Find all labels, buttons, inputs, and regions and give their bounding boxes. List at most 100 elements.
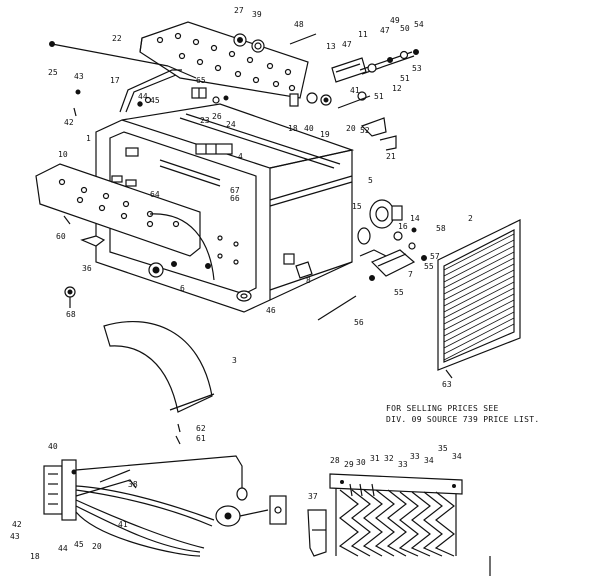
pin-48 bbox=[289, 33, 317, 45]
callout-13: 13 bbox=[326, 42, 336, 51]
callout-5: 5 bbox=[368, 176, 373, 185]
tube-20 bbox=[337, 95, 371, 109]
knob-36 bbox=[80, 235, 106, 247]
callout-34a: 34 bbox=[424, 456, 434, 465]
callout-21: 21 bbox=[386, 152, 396, 161]
callout-48: 48 bbox=[294, 20, 304, 29]
callout-15: 15 bbox=[352, 202, 362, 211]
callout-50: 50 bbox=[400, 24, 410, 33]
callout-45a: 45 bbox=[150, 96, 160, 105]
callout-47b: 47 bbox=[380, 26, 390, 35]
callout-68: 68 bbox=[66, 310, 76, 319]
callout-25: 25 bbox=[48, 68, 58, 77]
callout-18b: 18 bbox=[30, 552, 40, 561]
callout-51b: 51 bbox=[374, 92, 384, 101]
price-note-line-2: DIV. 09 SOURCE 739 PRICE LIST. bbox=[386, 415, 540, 424]
callout-65: 65 bbox=[196, 76, 206, 85]
callout-23: 23 bbox=[200, 116, 210, 125]
callout-17: 17 bbox=[110, 76, 120, 85]
callout-47a: 47 bbox=[342, 40, 352, 49]
heater-coil-assembly bbox=[329, 473, 463, 557]
callout-61: 61 bbox=[196, 434, 206, 443]
callout-41: 41 bbox=[350, 86, 360, 95]
rod-56 bbox=[317, 295, 357, 321]
screw-61 bbox=[175, 435, 181, 445]
callout-49: 49 bbox=[390, 16, 400, 25]
callout-43b: 43 bbox=[10, 532, 20, 541]
callout-3: 3 bbox=[232, 356, 237, 365]
callout-42a: 42 bbox=[64, 118, 74, 127]
callout-37: 37 bbox=[308, 492, 318, 501]
callout-41b: 41 bbox=[118, 520, 128, 529]
screw-63 bbox=[445, 369, 453, 379]
callout-55b: 55 bbox=[394, 288, 404, 297]
bracket-52 bbox=[360, 117, 387, 137]
switch-cluster-65 bbox=[191, 87, 229, 104]
callout-40b: 40 bbox=[48, 442, 58, 451]
shroud-3 bbox=[103, 321, 215, 413]
callout-4: 4 bbox=[238, 152, 243, 161]
knob-27 bbox=[233, 33, 247, 47]
callout-51a: 51 bbox=[400, 74, 410, 83]
callout-67: 67 bbox=[230, 186, 240, 195]
callout-35: 35 bbox=[438, 444, 448, 453]
screw-43 bbox=[75, 89, 81, 95]
callout-20b: 20 bbox=[92, 542, 102, 551]
clip-21 bbox=[379, 135, 397, 151]
callout-66: 66 bbox=[230, 194, 240, 203]
callout-52: 52 bbox=[360, 126, 370, 135]
mount-8 bbox=[295, 261, 313, 279]
callout-39: 39 bbox=[252, 10, 262, 19]
washer-57 bbox=[421, 255, 427, 261]
price-note-line-1: FOR SELLING PRICES SEE bbox=[386, 404, 499, 413]
compressor-assembly-7 bbox=[359, 227, 417, 277]
washer-55 bbox=[369, 275, 375, 281]
front-panel-10 bbox=[35, 163, 201, 257]
wiring-harness bbox=[43, 455, 287, 557]
callout-63: 63 bbox=[442, 380, 452, 389]
callout-34b: 34 bbox=[452, 452, 462, 461]
callout-38: 38 bbox=[128, 480, 138, 489]
callout-12: 12 bbox=[392, 84, 402, 93]
knob-39 bbox=[251, 39, 265, 53]
nut-45 bbox=[144, 96, 152, 104]
callout-10: 10 bbox=[58, 150, 68, 159]
callout-24: 24 bbox=[226, 120, 236, 129]
callout-46: 46 bbox=[266, 306, 276, 315]
rod-22 bbox=[49, 41, 197, 79]
callout-43a: 43 bbox=[74, 72, 84, 81]
callout-31: 31 bbox=[370, 454, 380, 463]
callout-56: 56 bbox=[354, 318, 364, 327]
callout-26: 26 bbox=[212, 112, 222, 121]
callout-44b: 44 bbox=[58, 544, 68, 553]
control-panel-bracket bbox=[139, 21, 309, 99]
callout-42b: 42 bbox=[12, 520, 22, 529]
callout-29: 29 bbox=[344, 460, 354, 469]
callout-60: 60 bbox=[56, 232, 66, 241]
grommet-46 bbox=[236, 290, 252, 302]
terminal-37 bbox=[307, 509, 327, 557]
callout-44a: 44 bbox=[138, 92, 148, 101]
screw-62 bbox=[177, 423, 181, 433]
callout-1: 1 bbox=[86, 134, 91, 143]
callout-33a: 33 bbox=[398, 460, 408, 469]
housing-edge bbox=[149, 213, 215, 281]
callout-55a: 55 bbox=[424, 262, 434, 271]
callout-36: 36 bbox=[82, 264, 92, 273]
bolt-68 bbox=[64, 286, 76, 308]
grille-2 bbox=[437, 219, 521, 371]
callout-27: 27 bbox=[234, 6, 244, 15]
callout-20a: 20 bbox=[346, 124, 356, 133]
callout-32: 32 bbox=[384, 454, 394, 463]
callout-18a: 18 bbox=[288, 124, 298, 133]
callout-14: 14 bbox=[410, 214, 420, 223]
callout-2: 2 bbox=[468, 214, 473, 223]
callout-16: 16 bbox=[398, 222, 408, 231]
callout-7: 7 bbox=[408, 270, 413, 279]
callout-53: 53 bbox=[412, 64, 422, 73]
washer-44 bbox=[137, 101, 143, 107]
motor-5 bbox=[369, 199, 403, 229]
callout-45b: 45 bbox=[74, 540, 84, 549]
